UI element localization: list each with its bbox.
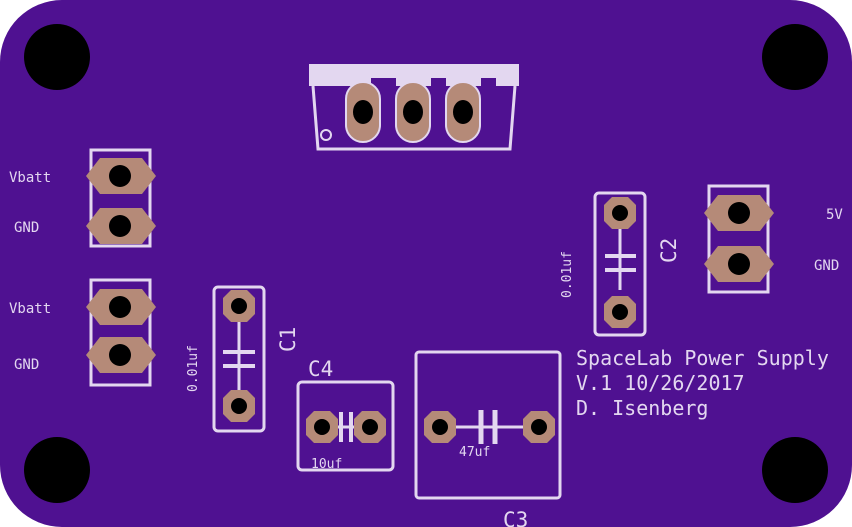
input2-vbatt-label: Vbatt: [9, 301, 51, 317]
capacitor-pad: [223, 290, 255, 322]
connector-pad: [86, 337, 156, 373]
capacitor-pad: [604, 296, 636, 328]
pin1-marker: [320, 129, 332, 141]
mounting-hole-bottom-left: [24, 437, 90, 503]
capacitor-pad: [604, 197, 636, 229]
c2-value-label: 0.01uf: [560, 251, 575, 298]
output-connector: [704, 184, 774, 294]
input1-gnd-label: GND: [14, 220, 39, 236]
c1-ref-label: C1: [276, 327, 300, 352]
input2-gnd-label: GND: [14, 357, 39, 373]
connector-pad: [86, 158, 156, 194]
c3-ref-label: C3: [503, 508, 528, 527]
output-5v-label: 5V: [826, 207, 843, 223]
board-title-line-1: SpaceLab Power Supply: [576, 346, 829, 370]
capacitor-c3: [414, 350, 562, 500]
board-title-line-2: V.1 10/26/2017: [576, 371, 745, 395]
mounting-hole-top-left: [24, 24, 90, 90]
mounting-hole-top-right: [762, 24, 828, 90]
connector-pad: [86, 289, 156, 325]
output-gnd-label: GND: [814, 258, 839, 274]
capacitor-c2: [593, 191, 647, 337]
capacitor-pad: [424, 411, 456, 443]
capacitor-pad: [223, 390, 255, 422]
capacitor-pad: [523, 411, 555, 443]
c2-ref-label: C2: [657, 238, 681, 263]
regulator-pad: [445, 81, 481, 143]
connector-pad: [704, 195, 774, 231]
connector-pad: [86, 208, 156, 244]
capacitor-c1: [212, 285, 266, 433]
voltage-regulator: [309, 64, 519, 151]
capacitor-pad: [354, 411, 386, 443]
c1-value-label: 0.01uf: [186, 345, 201, 392]
input-connector-1: [86, 148, 156, 248]
mounting-hole-bottom-right: [762, 437, 828, 503]
board-title: SpaceLab Power Supply V.1 10/26/2017 D. …: [576, 346, 829, 420]
capacitor-c4: [296, 380, 395, 472]
c4-value-label: 10uf: [311, 457, 342, 472]
capacitor-pad: [306, 411, 338, 443]
c4-ref-label: C4: [308, 357, 333, 381]
input-connector-2: [86, 278, 156, 387]
regulator-pad: [345, 81, 381, 143]
regulator-pad: [395, 81, 431, 143]
connector-pad: [704, 246, 774, 282]
c3-value-label: 47uf: [459, 445, 490, 460]
board-title-line-3: D. Isenberg: [576, 396, 708, 420]
input1-vbatt-label: Vbatt: [9, 170, 51, 186]
